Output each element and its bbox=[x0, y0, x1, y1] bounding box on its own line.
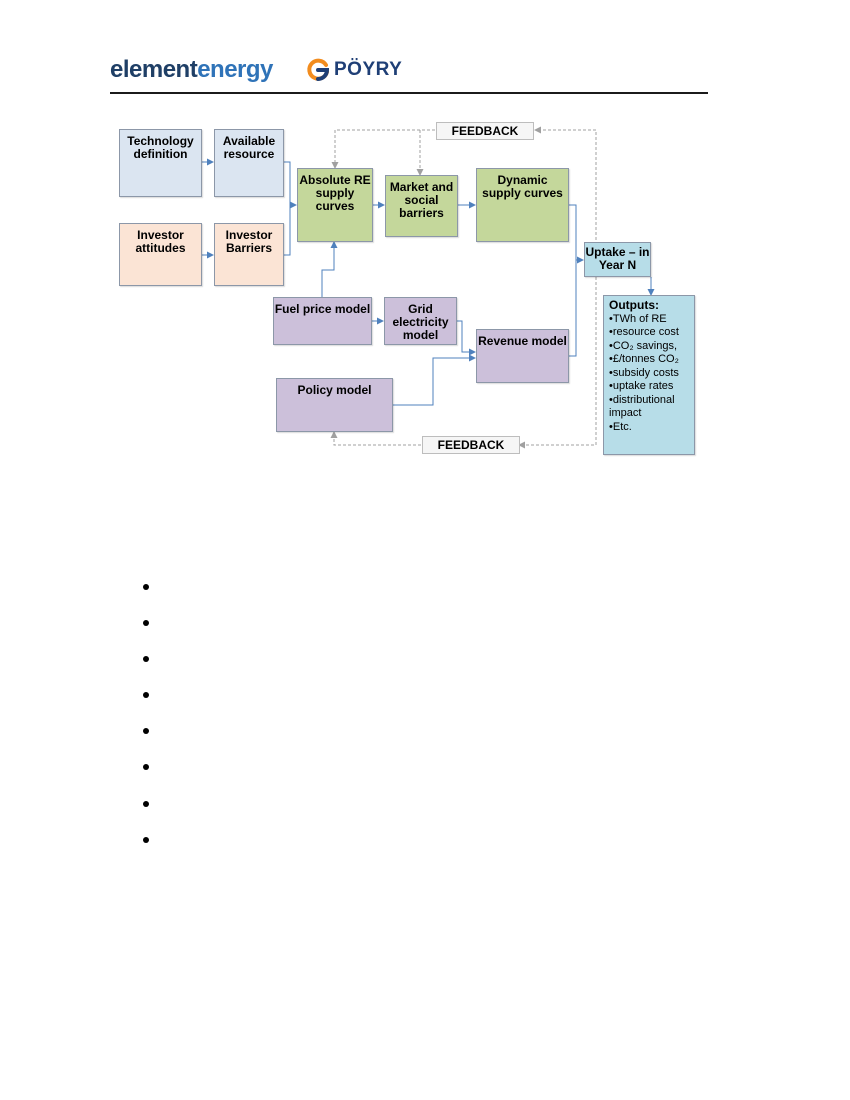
dynamic-supply-curves-box: Dynamic supply curves bbox=[476, 168, 569, 242]
poyry-logo: PÖYRY bbox=[306, 56, 402, 84]
page-header: elementenergy PÖYRY bbox=[110, 52, 708, 94]
bullet-dot-icon bbox=[143, 836, 149, 843]
outputs-item: •uptake rates bbox=[609, 380, 674, 392]
outputs-item: •£/tonnes CO₂ bbox=[609, 353, 679, 365]
available-resource-box: Available resource bbox=[214, 129, 284, 197]
bullet-dot-icon bbox=[143, 584, 149, 590]
diagram-connectors bbox=[201, 126, 655, 449]
fuel-price-model-box: Fuel price model bbox=[273, 297, 372, 345]
outputs-box: Outputs: •TWh of RE •resource cost •CO₂ … bbox=[603, 295, 695, 455]
outputs-item: •CO₂ savings, bbox=[609, 339, 678, 352]
bullet-dot-icon bbox=[143, 728, 149, 735]
outputs-item: •Etc. bbox=[609, 420, 632, 433]
investor-attitudes-box: Investor attitudes bbox=[119, 223, 202, 286]
outputs-item: •subsidy costs bbox=[609, 366, 679, 379]
market-social-barriers-box: Market and social barriers bbox=[385, 175, 458, 237]
feedback-top-label: FEEDBACK bbox=[436, 122, 534, 140]
uptake-in-year-n-box: Uptake – in Year N bbox=[584, 242, 651, 277]
investor-barriers-box: Investor Barriers bbox=[214, 223, 284, 286]
bullet-dot-icon bbox=[143, 800, 149, 807]
re-model-diagram: Technology definition Available resource… bbox=[0, 0, 850, 480]
outputs-title: Outputs: bbox=[609, 298, 659, 312]
grid-electricity-model-box: Grid electricity model bbox=[384, 297, 457, 345]
policy-model-box: Policy model bbox=[276, 378, 393, 432]
element-energy-logo: elementenergy bbox=[110, 56, 273, 83]
bullet-dot-icon bbox=[143, 692, 149, 699]
bullet-dot-icon bbox=[143, 620, 149, 627]
technology-definition-box: Technology definition bbox=[119, 129, 202, 197]
revenue-model-box: Revenue model bbox=[476, 329, 569, 383]
bullet-dot-icon bbox=[143, 656, 149, 663]
absolute-re-supply-curves-box: Absolute RE supply curves bbox=[297, 168, 373, 242]
outputs-item: •distributional impact bbox=[609, 393, 675, 420]
poyry-swirl-icon bbox=[307, 58, 330, 81]
bullet-dot-icon bbox=[143, 764, 149, 771]
outputs-item: •resource cost bbox=[609, 326, 679, 338]
feedback-bottom-label: FEEDBACK bbox=[422, 436, 520, 454]
outputs-item: •TWh of RE bbox=[609, 312, 667, 325]
